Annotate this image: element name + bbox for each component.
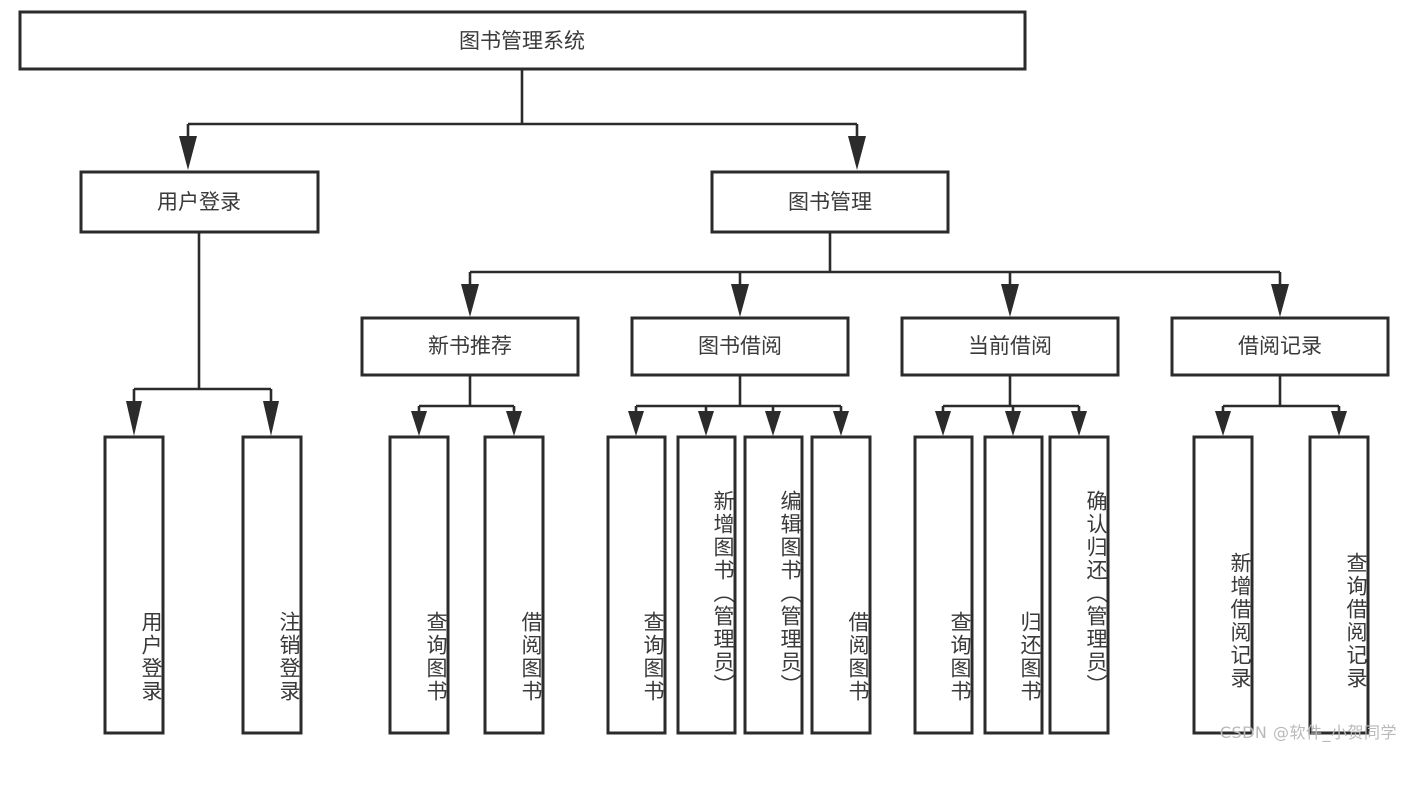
node-borrow-record-box[interactable]	[1170, 316, 1390, 377]
node-root-box[interactable]	[18, 10, 1027, 71]
node-borrow-record[interactable]: 借阅记录	[1170, 316, 1390, 377]
leaf-user-login-box[interactable]	[103, 435, 165, 735]
node-book-borrow-box[interactable]	[630, 316, 850, 377]
node-book-management-label: 图书管理	[788, 190, 872, 214]
connector-root-to-level1	[179, 69, 866, 170]
leaf-borrow-book-2-box[interactable]	[810, 435, 872, 735]
node-current-borrow-label: 当前借阅	[968, 334, 1052, 358]
connector-bookmgmt-to-level2	[461, 233, 1289, 317]
leaf-add-book-admin-box[interactable]	[676, 435, 737, 735]
diagram-canvas: 图书管理系统 用户登录 图书管理 新书推荐 图书借阅 当前借阅 借阅记录	[18, 10, 1397, 742]
node-book-management-box[interactable]	[710, 170, 950, 234]
node-root[interactable]: 图书管理系统	[18, 10, 1027, 71]
node-root-label: 图书管理系统	[459, 29, 585, 53]
connector-currentborrow-to-leaves	[935, 376, 1087, 436]
node-book-borrow-label: 图书借阅	[698, 334, 782, 358]
leaf-borrow-book-1-box[interactable]	[483, 435, 545, 735]
leaf-query-book-1-box[interactable]	[388, 435, 450, 735]
node-user-login-label: 用户登录	[157, 190, 241, 214]
node-user-login-box[interactable]	[79, 170, 320, 234]
node-current-borrow-box[interactable]	[900, 316, 1120, 377]
leaf-logout-login-box[interactable]	[241, 435, 303, 735]
leaf-edit-book-admin-box[interactable]	[743, 435, 804, 735]
leaf-return-book-box[interactable]	[983, 435, 1044, 735]
node-user-login[interactable]: 用户登录	[79, 170, 320, 234]
node-current-borrow[interactable]: 当前借阅	[900, 316, 1120, 377]
watermark: CSDN @软件_小贺同学	[1219, 723, 1397, 742]
leaf-query-borrow-record-box[interactable]	[1308, 435, 1370, 735]
leaf-confirm-return-admin-box[interactable]	[1048, 435, 1110, 735]
connector-bookborrow-to-leaves	[628, 376, 849, 436]
connector-borrowrecord-to-leaves	[1215, 376, 1347, 436]
node-book-borrow[interactable]: 图书借阅	[630, 316, 850, 377]
leaf-boxes	[103, 435, 1370, 735]
connector-userlogin-to-leaves	[126, 233, 279, 436]
leaf-add-borrow-record-box[interactable]	[1192, 435, 1254, 735]
node-new-book-recommend-box[interactable]	[360, 316, 580, 377]
leaf-query-book-3-box[interactable]	[913, 435, 974, 735]
leaf-query-book-2-box[interactable]	[606, 435, 667, 735]
hierarchy-diagram: 图书管理系统 用户登录 图书管理 新书推荐 图书借阅 当前借阅 借阅记录	[18, 10, 1390, 735]
node-new-book-recommend[interactable]: 新书推荐	[360, 316, 580, 377]
node-new-book-recommend-label: 新书推荐	[428, 334, 512, 358]
node-borrow-record-label: 借阅记录	[1238, 334, 1322, 358]
connector-newbook-to-leaves	[411, 376, 522, 436]
node-book-management[interactable]: 图书管理	[710, 170, 950, 234]
